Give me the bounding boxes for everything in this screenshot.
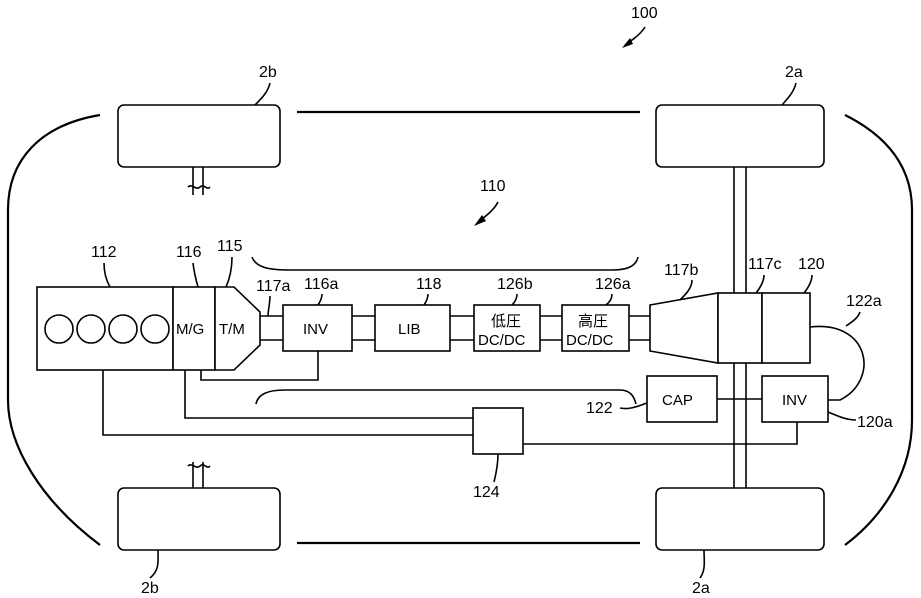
ref-124: 124 [473, 484, 500, 501]
dcdc-high-label-2: DC/DC [566, 332, 614, 349]
ref-112: 112 [91, 244, 117, 261]
wire-controller-inv-front [523, 422, 798, 445]
arrow-100 [622, 38, 633, 48]
dcdc-low-label-1: 低圧 [491, 313, 521, 330]
leader-115 [225, 256, 233, 288]
wheel-front-bottom [655, 487, 825, 551]
leader-2a-bottom [699, 549, 706, 579]
ref-116a: 116a [304, 276, 339, 293]
leader-126a [605, 293, 613, 306]
leader-2b-top [254, 82, 271, 106]
ref-122a: 122a [846, 293, 882, 310]
wire-engine-controller [102, 370, 473, 436]
leader-122a [845, 311, 861, 327]
dcdc-low-box [473, 304, 541, 352]
ref-2b-bottom: 2b [141, 580, 159, 597]
leader-117a [267, 295, 271, 317]
dcdc-high-label-1: 高圧 [578, 313, 608, 330]
ref-115: 115 [217, 238, 243, 255]
front-drive-117c [717, 292, 763, 364]
leader-116 [192, 262, 199, 288]
ref-2a-bottom: 2a [692, 580, 710, 597]
ref-2b-top: 2b [259, 64, 277, 81]
ref-117a: 117a [256, 278, 291, 295]
wire-mg-controller [184, 370, 473, 419]
body-outline-right [844, 114, 914, 546]
capacitor-box [646, 375, 718, 423]
leader-122 [619, 402, 648, 410]
leader-2a-top [781, 82, 797, 106]
leader-120a [827, 411, 857, 421]
arrow-110 [474, 215, 486, 226]
leader-118 [423, 293, 429, 306]
leader-2b-bottom [149, 549, 159, 579]
cylinder-2 [76, 314, 106, 344]
rear-axle-bot-break [187, 464, 211, 468]
wheel-rear-top [117, 104, 281, 168]
ref-2a-top: 2a [785, 64, 803, 81]
leader-117c [755, 274, 765, 294]
ref-120: 120 [798, 256, 825, 273]
rear-axle-top-break [187, 185, 211, 189]
ref-126a: 126a [595, 276, 631, 293]
leader-124 [493, 453, 499, 483]
cylinder-4 [140, 314, 170, 344]
inverter-front-box [761, 375, 829, 423]
ref-122: 122 [586, 400, 613, 417]
leader-116a [317, 293, 323, 306]
lib-label: LIB [398, 321, 421, 338]
controller-box [472, 407, 524, 455]
ref-110: 110 [480, 178, 506, 195]
front-motor-120 [761, 292, 811, 364]
cylinder-1 [44, 314, 74, 344]
wire-mg-inv [200, 351, 319, 381]
ref-117c: 117c [748, 256, 782, 273]
leader-120 [803, 274, 813, 294]
ref-118: 118 [416, 276, 442, 293]
leader-126b [511, 293, 518, 306]
ref-120a: 120a [857, 414, 893, 431]
ref-117b: 117b [664, 262, 699, 279]
leader-112 [103, 262, 111, 288]
ref-116: 116 [176, 244, 202, 261]
ref-100: 100 [631, 5, 658, 22]
inv-main-label: INV [303, 321, 328, 338]
motor-generator-box [172, 286, 216, 371]
inverter-main-box [282, 304, 353, 352]
mg-label: M/G [176, 321, 204, 338]
wheel-front-top [655, 104, 825, 168]
transmission-shape [214, 286, 261, 371]
system-brace-bottom [255, 389, 637, 405]
body-outline-left [6, 113, 101, 546]
inv-front-label: INV [782, 392, 807, 409]
system-brace-top [251, 256, 639, 271]
dcdc-low-label-2: DC/DC [478, 332, 526, 349]
battery-box [374, 304, 451, 352]
shaft-117b-housing [649, 292, 719, 364]
leader-117b [679, 279, 693, 301]
wheel-rear-bottom [117, 487, 281, 551]
cylinder-3 [108, 314, 138, 344]
ref-126b: 126b [497, 276, 533, 293]
cable-122a [809, 325, 865, 401]
cap-label: CAP [662, 392, 693, 409]
tm-label: T/M [219, 321, 245, 338]
dcdc-high-box [561, 304, 630, 352]
